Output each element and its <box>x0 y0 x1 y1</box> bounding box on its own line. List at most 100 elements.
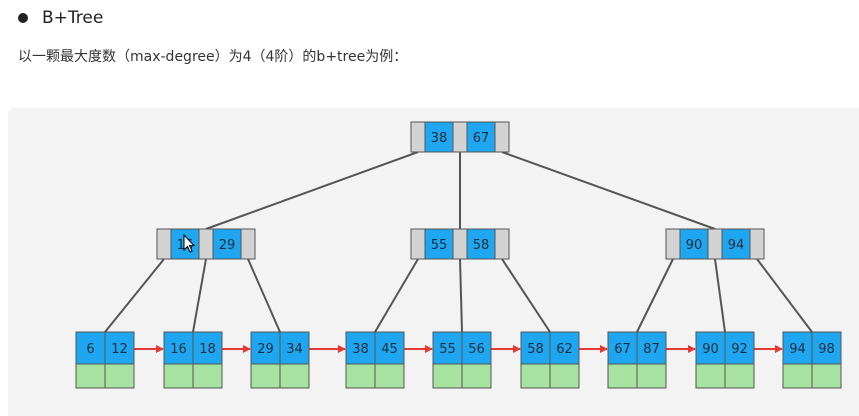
key-label: 55 <box>431 238 448 253</box>
key-label: 67 <box>473 131 490 146</box>
internal-node: 55 58 <box>410 228 510 260</box>
leaf-key-label: 29 <box>257 342 274 357</box>
key-label: 94 <box>728 238 745 253</box>
leaf-key-cell <box>520 331 551 365</box>
leaf-key-cell <box>104 331 135 365</box>
mouse-pointer-icon <box>183 233 196 253</box>
leaf-key-label: 55 <box>439 342 456 357</box>
section-heading: B+Tree <box>18 6 103 30</box>
key-cell <box>212 228 242 260</box>
leaf-data-cell <box>636 363 667 389</box>
leaf-data-cell <box>75 363 106 389</box>
leaf-key-label: 67 <box>614 342 631 357</box>
leaf-key-label: 94 <box>789 342 806 357</box>
child-pointer-cell <box>665 228 681 260</box>
leaf-key-label: 16 <box>170 342 187 357</box>
leaf-data-cell <box>163 363 194 389</box>
leaf-key-cell <box>461 331 492 365</box>
leaf-node: 58 62 <box>520 331 580 389</box>
child-pointer-cell <box>494 121 510 153</box>
leaf-key-cell <box>345 331 376 365</box>
leaf-key-label: 98 <box>818 342 835 357</box>
key-cell <box>721 228 751 260</box>
leaf-key-label: 12 <box>111 342 128 357</box>
leaf-data-cell <box>432 363 463 389</box>
leaf-node: 94 98 <box>782 331 842 389</box>
child-pointer-cell <box>494 228 510 260</box>
leaf-node: 29 34 <box>250 331 310 389</box>
tree-edge <box>501 151 716 230</box>
root-node: 38 67 <box>410 121 510 153</box>
leaf-key-label: 56 <box>468 342 485 357</box>
leaf-data-cell <box>724 363 755 389</box>
leaf-data-cell <box>192 363 223 389</box>
child-pointer-cell <box>240 228 256 260</box>
leaf-key-label: 58 <box>527 342 544 357</box>
key-cell <box>466 121 496 153</box>
section-title: B+Tree <box>42 8 104 28</box>
tree-edge <box>636 258 674 333</box>
filled-circle-icon <box>18 13 28 23</box>
tree-edge <box>104 258 165 333</box>
leaf-key-label: 62 <box>556 342 573 357</box>
child-pointer-cell <box>452 121 468 153</box>
key-label: 58 <box>473 238 490 253</box>
leaf-key-cell <box>192 331 223 365</box>
leaf-node: 6 12 <box>75 331 135 389</box>
leaf-key-cell <box>279 331 310 365</box>
leaf-key-label: 92 <box>731 342 748 357</box>
leaf-data-cell <box>782 363 813 389</box>
leaf-key-label: 87 <box>643 342 660 357</box>
child-pointer-cell <box>452 228 468 260</box>
leaf-key-label: 6 <box>86 342 94 357</box>
leaf-key-cell <box>250 331 281 365</box>
internal-node: 1629 <box>156 228 256 260</box>
child-pointer-cell <box>410 228 426 260</box>
child-pointer-cell <box>410 121 426 153</box>
child-pointer-cell <box>198 228 214 260</box>
leaf-key-cell <box>636 331 667 365</box>
description-text: 以一颗最大度数（max-degree）为4（4阶）的b+tree为例： <box>18 49 408 65</box>
tree-edge <box>192 258 207 333</box>
child-pointer-cell <box>749 228 765 260</box>
leaf-key-label: 45 <box>381 342 398 357</box>
leaf-data-cell <box>374 363 405 389</box>
leaf-data-cell <box>250 363 281 389</box>
leaf-data-cell <box>607 363 638 389</box>
leaf-key-label: 90 <box>702 342 719 357</box>
tree-edge <box>714 258 726 333</box>
tree-edge <box>501 258 551 333</box>
internal-node: 90 94 <box>665 228 765 260</box>
key-cell <box>424 121 454 153</box>
leaf-key-cell <box>695 331 726 365</box>
leaf-data-cell <box>811 363 842 389</box>
child-pointer-cell <box>156 228 172 260</box>
leaf-key-cell <box>374 331 405 365</box>
key-label: 29 <box>219 238 236 253</box>
leaf-key-cell <box>549 331 580 365</box>
leaf-node: 90 92 <box>695 331 755 389</box>
tree-edge <box>247 258 281 333</box>
leaf-node: 55 56 <box>432 331 492 389</box>
leaf-data-cell <box>345 363 376 389</box>
key-label: 38 <box>431 131 448 146</box>
leaf-data-cell <box>695 363 726 389</box>
tree-edge <box>459 258 463 333</box>
key-cell <box>424 228 454 260</box>
leaf-key-label: 18 <box>199 342 216 357</box>
leaf-data-cell <box>520 363 551 389</box>
leaf-node: 38 45 <box>345 331 405 389</box>
leaf-key-cell <box>432 331 463 365</box>
leaf-data-cell <box>279 363 310 389</box>
key-label: 90 <box>686 238 703 253</box>
leaf-data-cell <box>549 363 580 389</box>
leaf-node: 67 87 <box>607 331 667 389</box>
leaf-key-label: 38 <box>352 342 369 357</box>
leaf-key-label: 34 <box>286 342 303 357</box>
leaf-data-cell <box>461 363 492 389</box>
tree-edge <box>205 151 419 230</box>
tree-edge <box>374 258 419 333</box>
leaf-key-cell <box>811 331 842 365</box>
